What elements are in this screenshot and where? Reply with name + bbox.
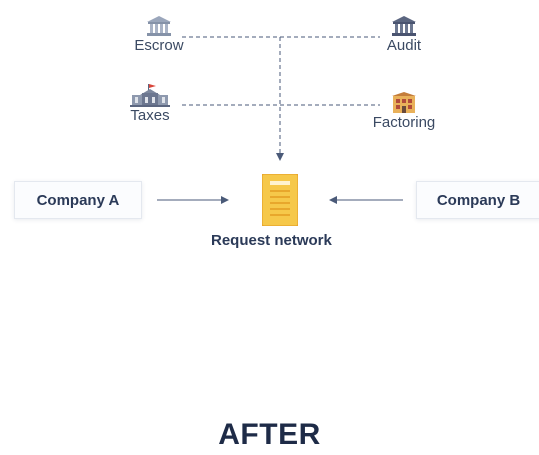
audit-label: Audit: [386, 37, 422, 54]
factoring-node: Factoring: [364, 92, 444, 131]
building-icon: [392, 92, 416, 113]
audit-node: Audit: [369, 15, 439, 54]
escrow-label: Escrow: [134, 37, 184, 54]
taxes-label: Taxes: [130, 107, 170, 124]
company-a-box: Company A: [14, 181, 142, 219]
page-title: AFTER: [218, 418, 321, 451]
request-network-label: Request network: [211, 232, 332, 249]
bank-icon: [392, 16, 416, 36]
company-b-label: Company B: [436, 191, 521, 209]
document-icon: [262, 174, 298, 226]
government-building-icon: [130, 84, 170, 107]
factoring-label: Factoring: [372, 114, 436, 131]
taxes-node: Taxes: [115, 83, 185, 124]
escrow-node: Escrow: [124, 15, 194, 54]
company-b-box: Company B: [416, 181, 539, 219]
company-a-label: Company A: [36, 191, 120, 209]
bank-icon: [147, 16, 171, 36]
